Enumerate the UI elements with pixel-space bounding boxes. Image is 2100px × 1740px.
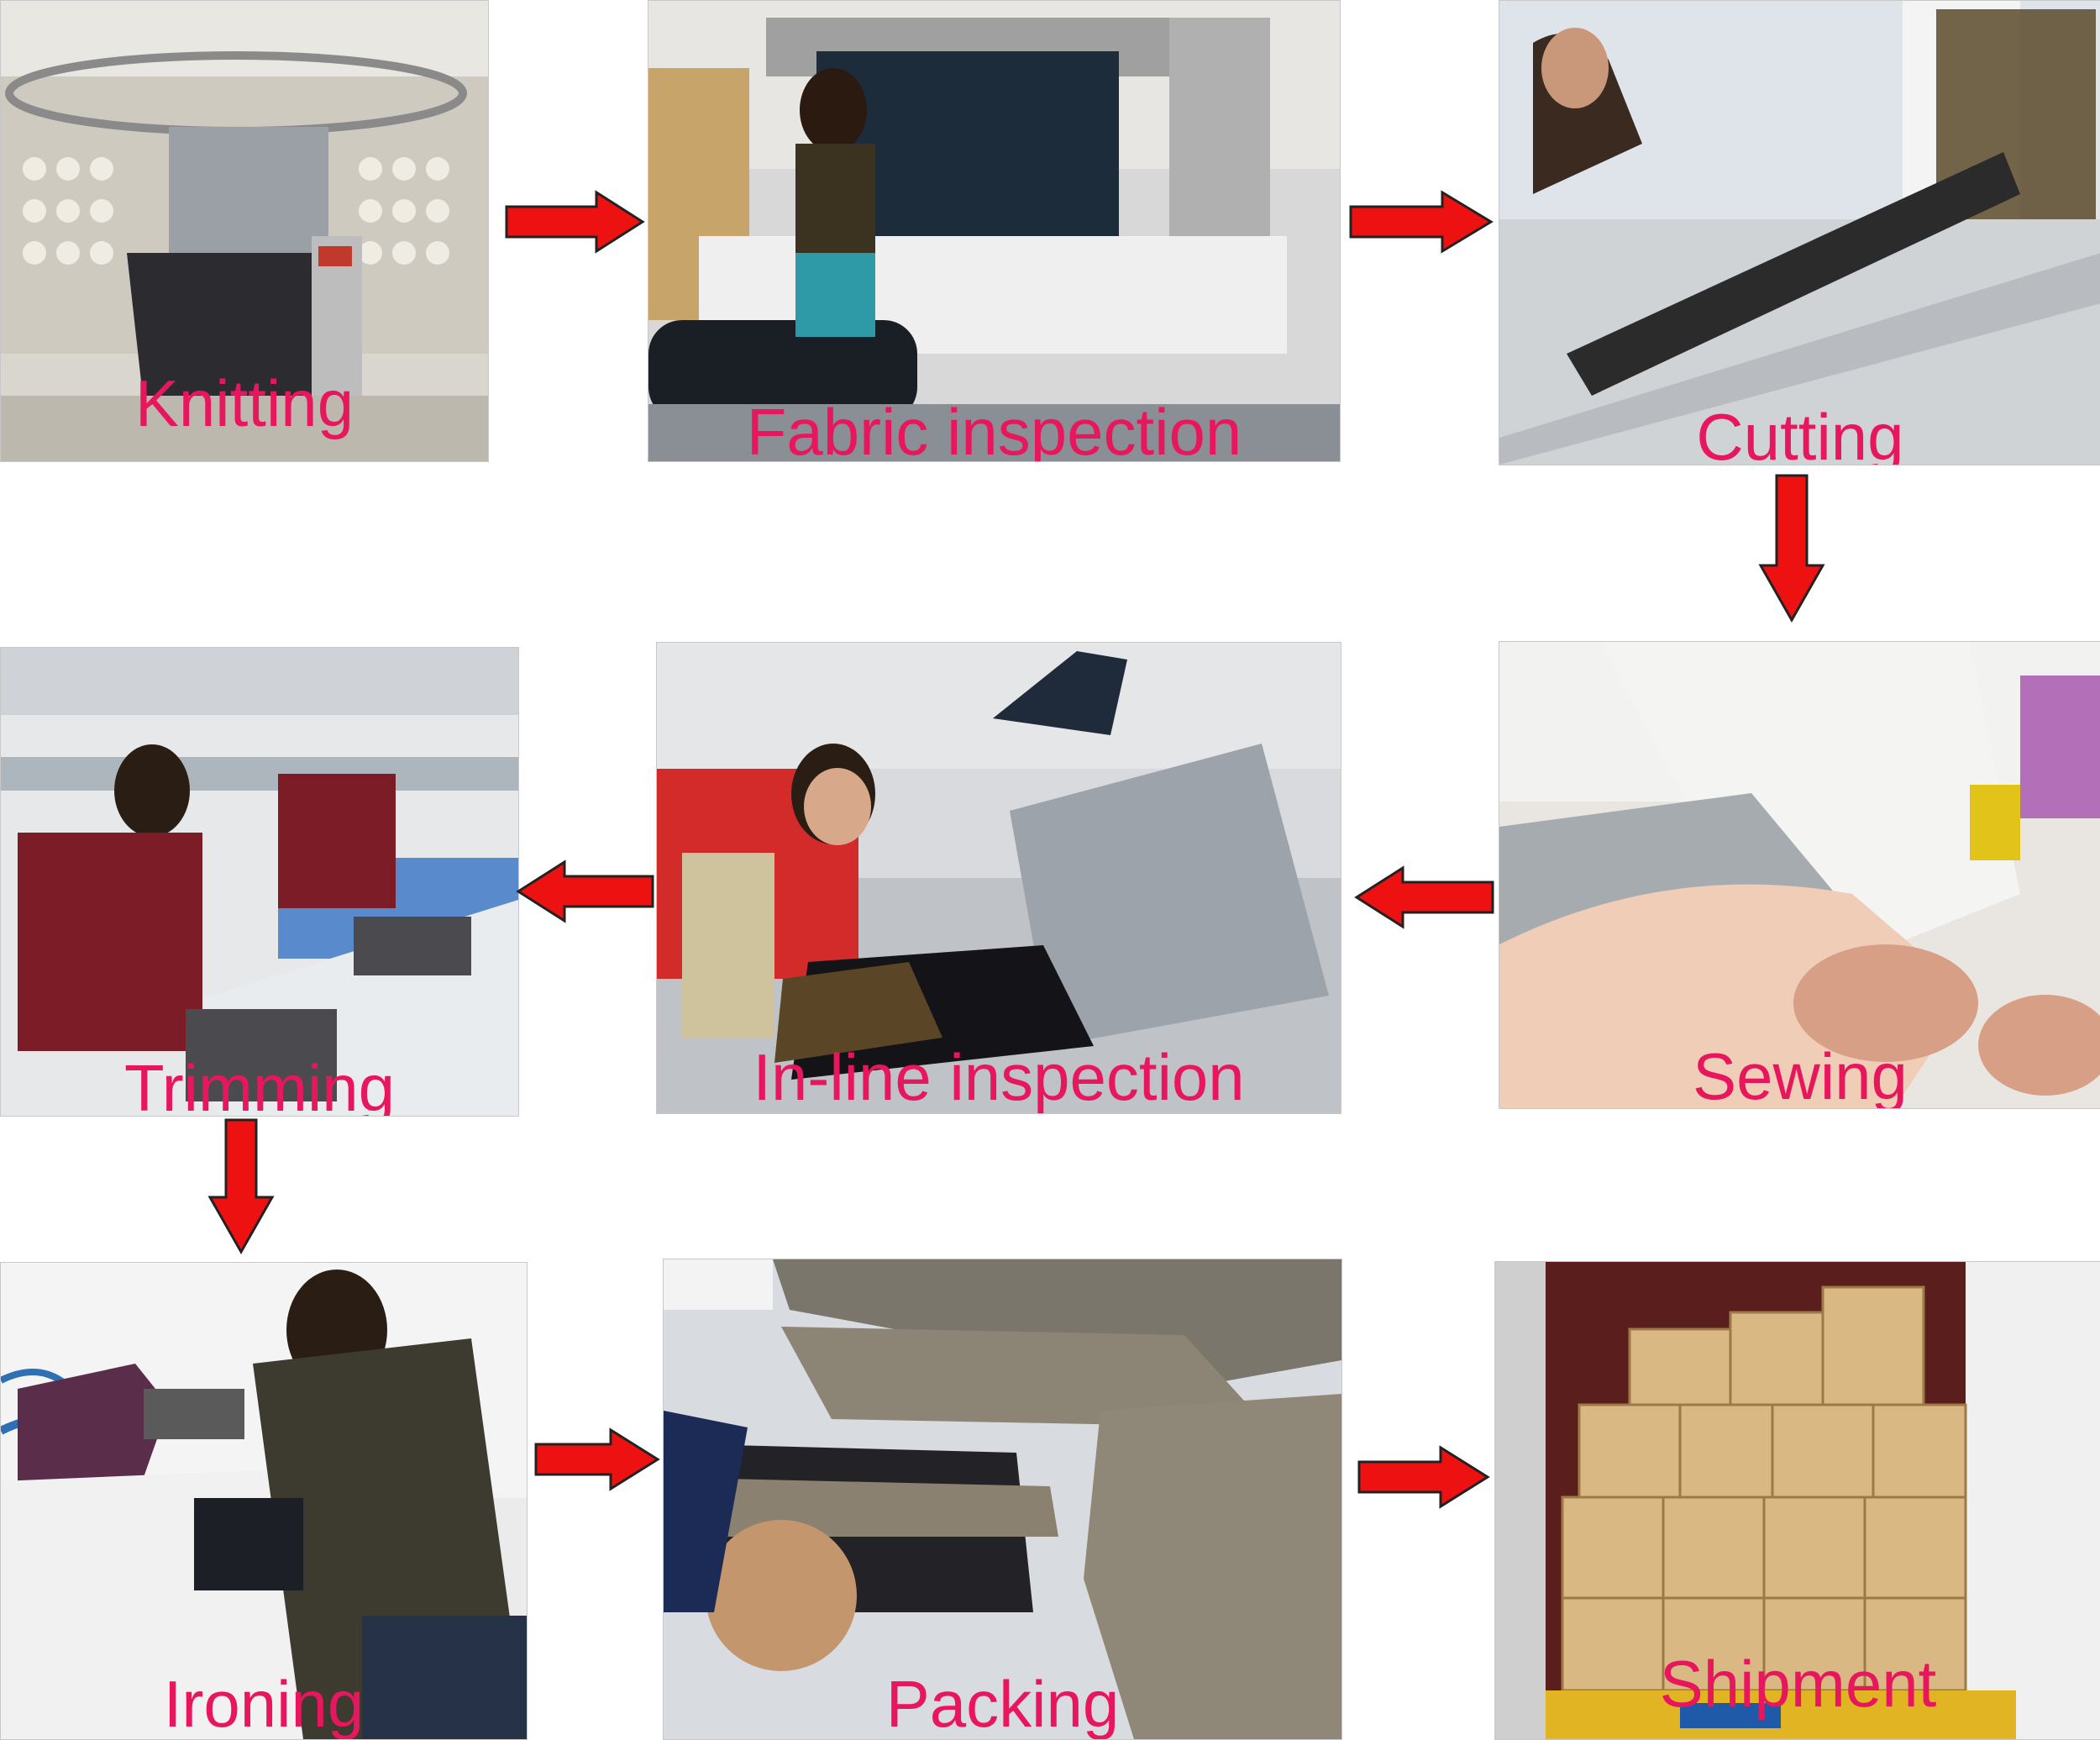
- step-label-fabric-inspection: Fabric inspection: [648, 399, 1340, 462]
- step-label-ironing: Ironing: [1, 1671, 527, 1737]
- step-label-shipment: Shipment: [1495, 1651, 2100, 1716]
- step-label-sewing: Sewing: [1499, 1043, 2100, 1109]
- step-knitting: Knitting: [0, 0, 489, 462]
- fabric-inspection-photo: [648, 1, 1340, 461]
- step-fabric-inspection: Fabric inspection: [648, 0, 1341, 462]
- fabric-cutting-photo: [1499, 1, 2100, 465]
- trimming-photo: [1, 648, 518, 1116]
- sewing-machine-photo: [1499, 642, 2100, 1108]
- step-label-cutting: Cutting: [1499, 404, 2100, 465]
- step-trimming: Trimming: [0, 647, 519, 1117]
- step-packing: Packing: [663, 1259, 1342, 1740]
- arrow-fabric-inspection-to-cutting: [1348, 190, 1495, 254]
- arrow-knitting-to-fabric-inspection: [504, 190, 647, 254]
- step-shipment: Shipment: [1494, 1261, 2100, 1740]
- step-sewing: Sewing: [1499, 641, 2100, 1109]
- step-inline-inspection: In-line inspection: [656, 642, 1341, 1114]
- step-label-knitting: Knitting: [1, 371, 488, 436]
- arrow-sewing-to-inline-inspection: [1352, 865, 1495, 929]
- step-label-inline-inspection: In-line inspection: [657, 1044, 1341, 1110]
- step-label-trimming: Trimming: [1, 1055, 518, 1117]
- step-cutting: Cutting: [1499, 0, 2100, 465]
- arrow-cutting-to-sewing: [1758, 473, 1825, 624]
- arrow-ironing-to-packing: [533, 1427, 661, 1491]
- arrow-packing-to-shipment: [1357, 1445, 1491, 1509]
- arrow-trimming-to-ironing: [207, 1117, 275, 1256]
- step-ironing: Ironing: [0, 1262, 528, 1740]
- step-label-packing: Packing: [664, 1671, 1341, 1737]
- arrow-inline-inspection-to-trimming: [514, 859, 655, 923]
